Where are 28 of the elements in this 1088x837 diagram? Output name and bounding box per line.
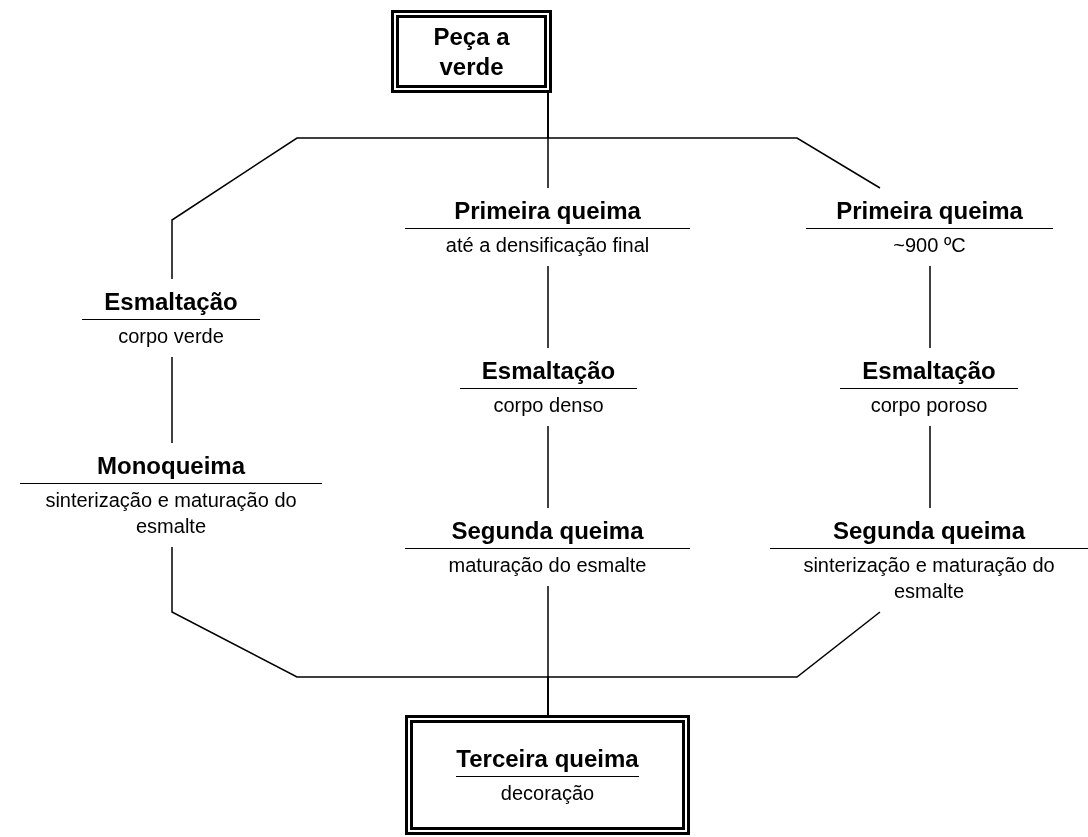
- step-title: Peça a verde: [432, 21, 511, 82]
- step-description: ~900 ºC: [892, 233, 967, 258]
- connector-line: [171, 356, 173, 444]
- connector-line: [547, 265, 549, 349]
- connector-line: [929, 425, 931, 509]
- step-description: decoração: [500, 781, 595, 806]
- process-box: [405, 715, 690, 835]
- step-title: Segunda queima: [405, 516, 690, 549]
- step-title: Terceira queima: [456, 744, 639, 777]
- process-box: [391, 10, 552, 93]
- step-title: Segunda queima: [770, 516, 1088, 549]
- step-description: sinterização e maturação do esmalte: [802, 553, 1056, 604]
- connector-line: [547, 611, 881, 716]
- step-title: Primeira queima: [806, 196, 1053, 229]
- connector-line: [929, 265, 931, 349]
- step-title: Esmaltação: [82, 287, 260, 320]
- step-description: corpo denso: [492, 393, 605, 418]
- step-description: sinterização e maturação do esmalte: [44, 488, 298, 539]
- step-description: corpo poroso: [869, 393, 989, 418]
- step-title: Esmaltação: [460, 356, 637, 389]
- connector-line: [547, 92, 881, 189]
- step-description: até a densificação final: [444, 233, 651, 258]
- connector-line: [547, 425, 549, 509]
- step-description: corpo verde: [117, 324, 225, 349]
- step-title: Monoqueima: [20, 451, 322, 484]
- step-title: Primeira queima: [405, 196, 690, 229]
- step-title: Esmaltação: [840, 356, 1018, 389]
- step-description: maturação do esmalte: [447, 553, 648, 578]
